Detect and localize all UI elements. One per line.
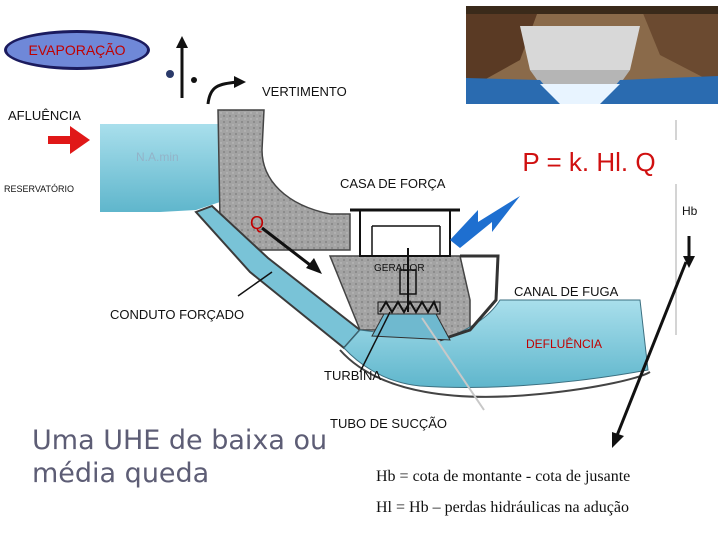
net-head-equation: Hl = Hb – perdas hidráulicas na adução [376, 499, 629, 516]
lightning-icon [450, 196, 520, 248]
reservoir-label: RESERVATÓRIO [4, 184, 75, 194]
generator-label: GERADOR [374, 263, 425, 274]
red-arrow-icon [48, 126, 90, 154]
power-formula: P = k. Hl. Q [500, 140, 678, 184]
reservoir-water [100, 124, 226, 212]
dam-body [217, 109, 351, 251]
powerhouse-label: CASA DE FORÇA [340, 176, 446, 191]
draft-tube-label: TUBO DE SUCÇÃO [330, 416, 448, 431]
gross-head-equation: Hb = cota de montante - cota de jusante [376, 468, 631, 485]
right-wall [439, 254, 500, 342]
min-water-level-label: N.A.min [136, 150, 179, 164]
powerhouse [350, 208, 460, 257]
outflow-label: DEFLUÊNCIA [526, 337, 603, 351]
spillway-label: VERTIMENTO [262, 84, 347, 99]
tailrace-bottom [339, 349, 651, 398]
tailrace-water [343, 299, 649, 388]
inflow-label: AFLUÊNCIA [8, 108, 81, 123]
diagram-caption: Uma UHE de baixa ou média queda [32, 425, 328, 489]
draft-tube [371, 313, 451, 341]
penstock-label: CONDUTO FORÇADO [110, 307, 245, 322]
turbine-label: TURBINA [324, 368, 382, 383]
flow-label: Q [250, 213, 265, 233]
dam-photo [466, 6, 718, 104]
evaporation-bubble: EVAPORAÇÃO [4, 30, 150, 70]
gross-head-label: Hb [682, 204, 698, 218]
tailrace-label: CANAL DE FUGA [514, 284, 619, 299]
